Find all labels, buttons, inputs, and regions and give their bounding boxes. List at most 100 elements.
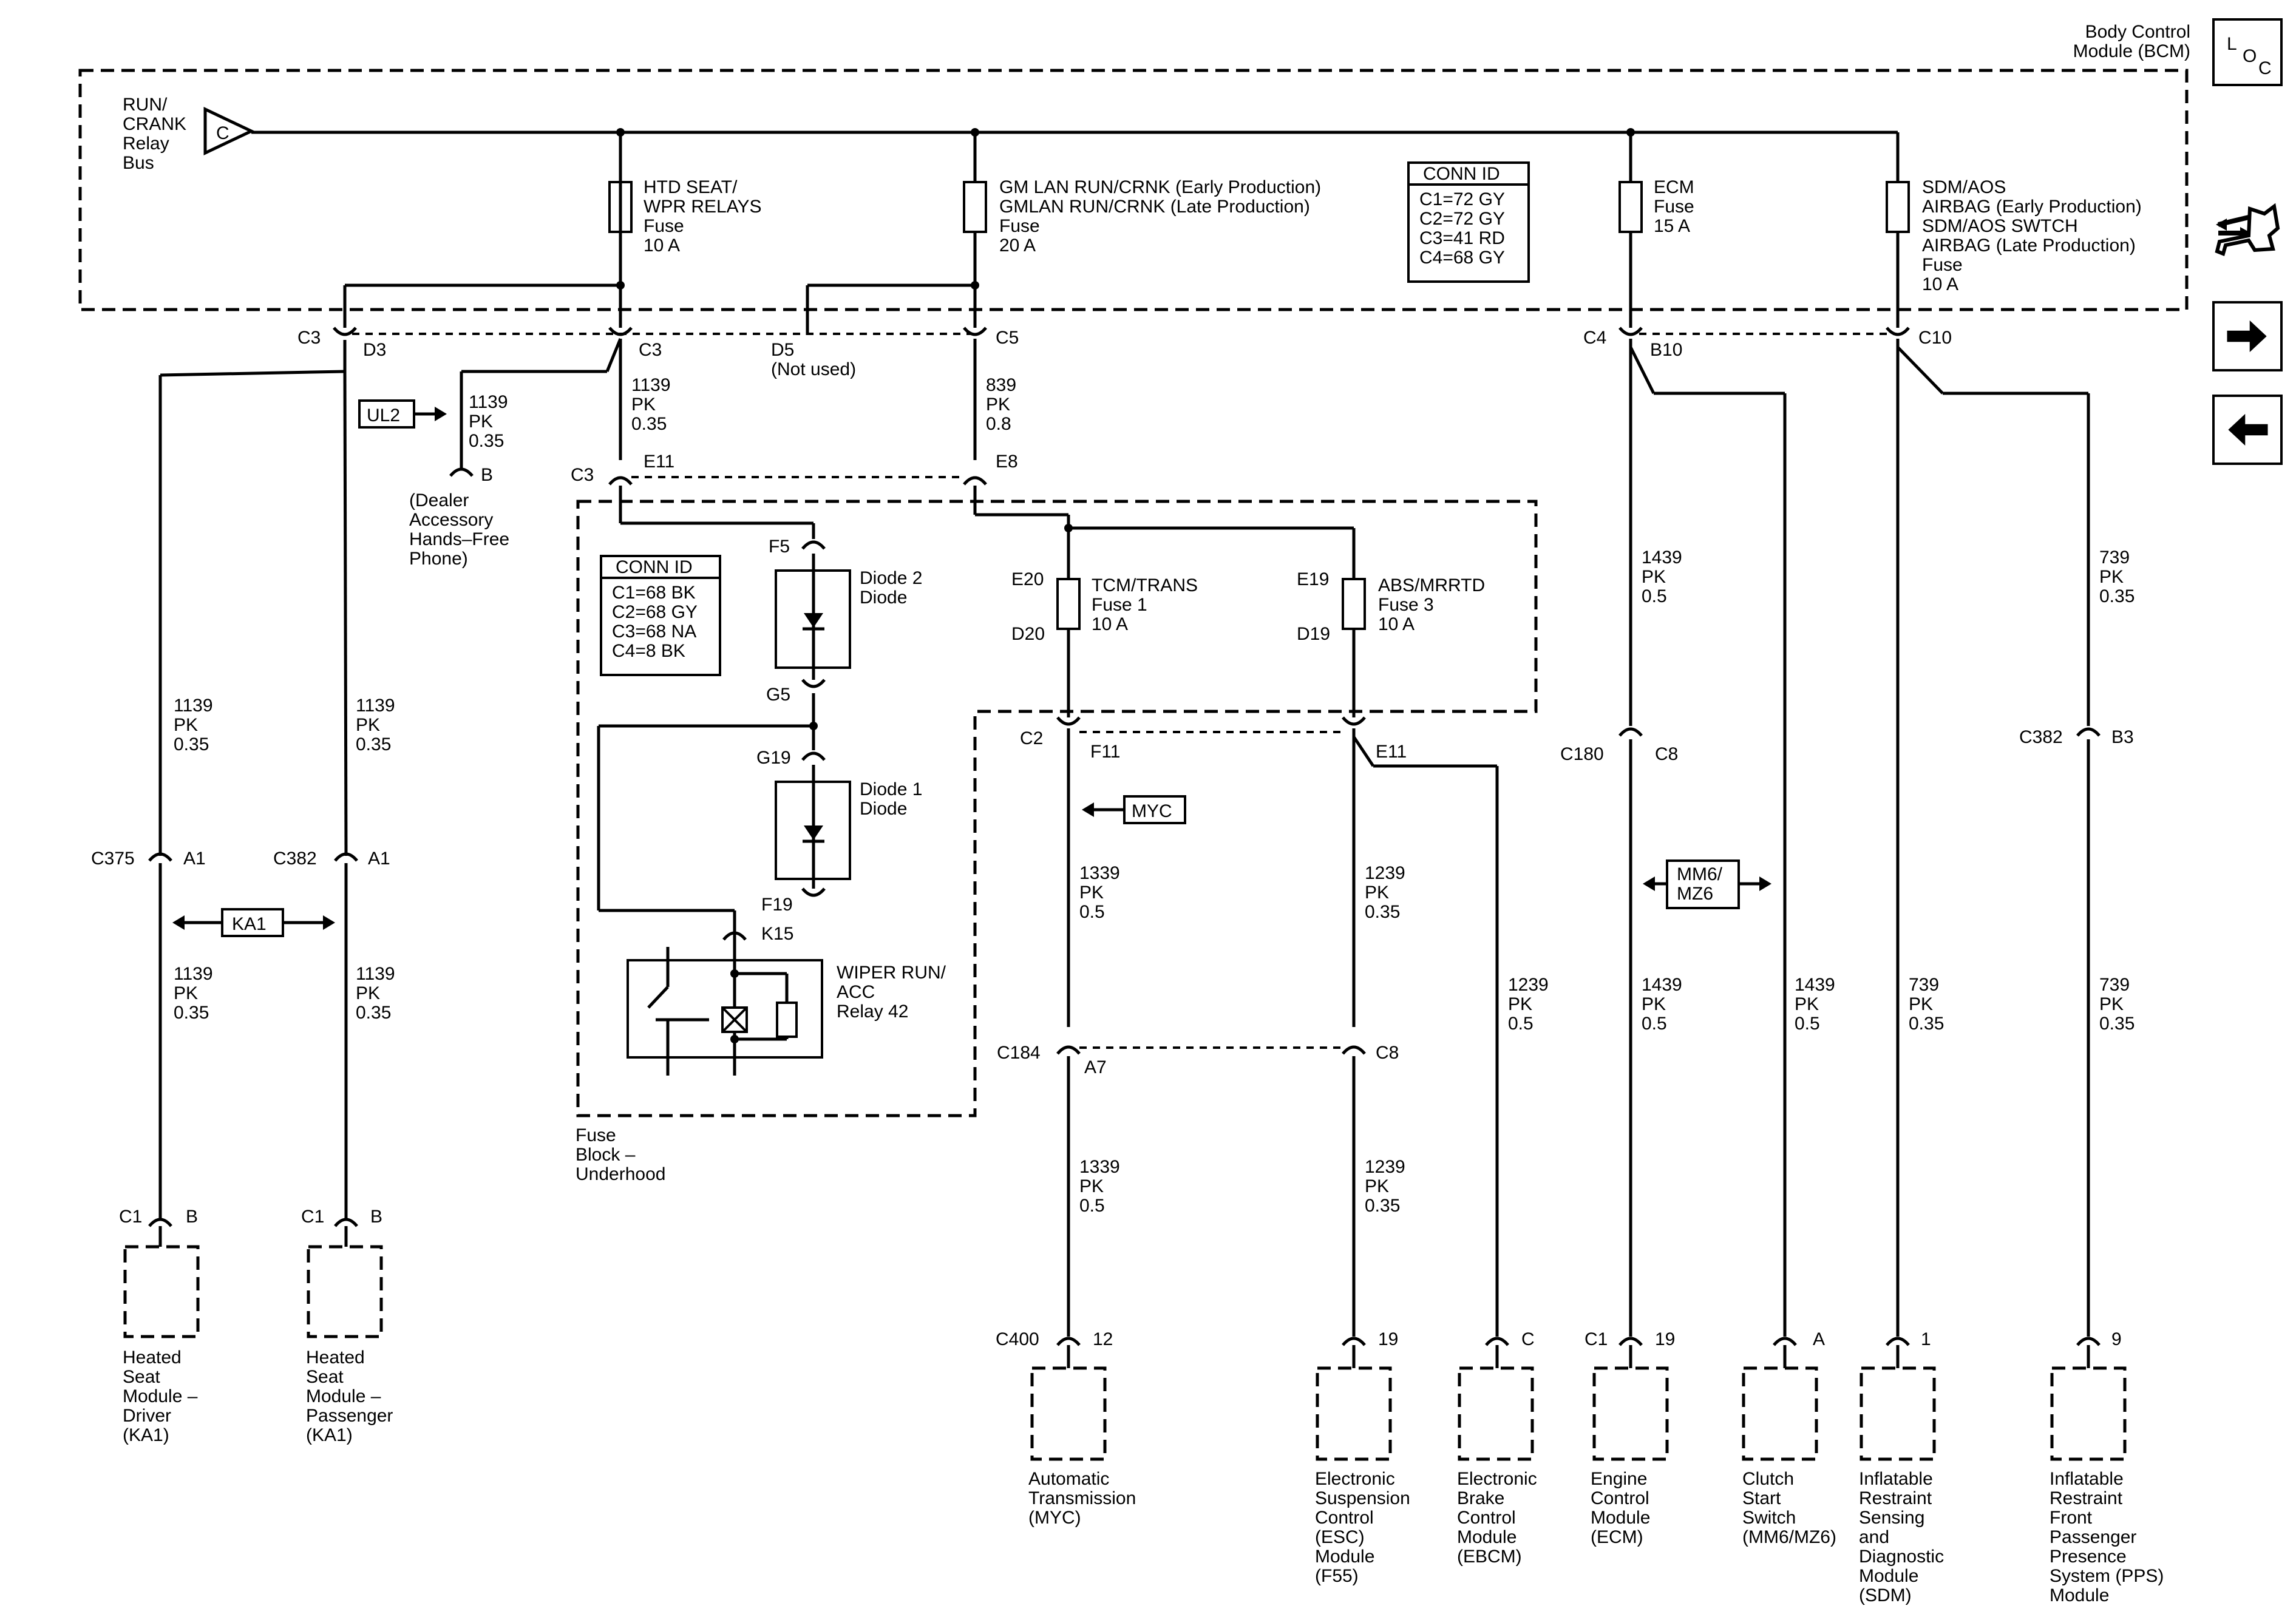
svg-text:F19: F19 [761, 895, 793, 915]
component-heated-seat-driver: C1 B Heated Seat Module – Driver (KA1) [119, 1207, 200, 1445]
svg-text:0.35: 0.35 [1909, 1014, 1944, 1034]
bus-label-2: CRANK [123, 114, 186, 134]
svg-text:C184: C184 [997, 1043, 1041, 1063]
svg-text:1339: 1339 [1079, 863, 1120, 883]
svg-text:0.35: 0.35 [174, 734, 209, 754]
svg-text:B3: B3 [2111, 727, 2134, 747]
schematic-tools-button[interactable] [2212, 193, 2283, 263]
svg-text:(Dealer: (Dealer [409, 490, 469, 510]
svg-text:0.5: 0.5 [1079, 902, 1105, 922]
svg-text:C3: C3 [639, 340, 662, 360]
bcm-connector-row [333, 327, 1910, 336]
svg-text:0.35: 0.35 [2099, 1014, 2135, 1034]
svg-text:1: 1 [1921, 1329, 1931, 1349]
svg-text:19: 19 [1655, 1329, 1675, 1349]
svg-text:Restraint: Restraint [2050, 1488, 2123, 1508]
svg-text:PK: PK [1508, 994, 1532, 1014]
svg-text:F5: F5 [769, 537, 790, 557]
svg-text:Module: Module [1591, 1508, 1650, 1528]
svg-text:AIRBAG (Late Production): AIRBAG (Late Production) [1922, 236, 2136, 256]
svg-text:MYC: MYC [1132, 801, 1172, 821]
svg-text:0.5: 0.5 [1508, 1014, 1533, 1034]
svg-text:Seat: Seat [306, 1367, 344, 1387]
svg-text:MZ6: MZ6 [1677, 884, 1713, 904]
svg-text:Underhood: Underhood [576, 1164, 665, 1184]
svg-text:Fuse: Fuse [1654, 197, 1694, 217]
svg-text:PK: PK [2099, 567, 2124, 587]
svg-text:Presence: Presence [2050, 1547, 2127, 1567]
svg-text:0.35: 0.35 [1365, 1196, 1400, 1216]
svg-text:UL2: UL2 [367, 405, 400, 425]
svg-text:Accessory: Accessory [409, 510, 493, 530]
svg-text:(KA1): (KA1) [306, 1425, 353, 1445]
svg-text:12: 12 [1093, 1329, 1113, 1349]
svg-text:G19: G19 [756, 748, 791, 768]
svg-text:Control: Control [1315, 1508, 1374, 1528]
svg-text:C3=41 RD: C3=41 RD [1419, 228, 1505, 248]
bus-label-3: Relay [123, 134, 169, 154]
svg-text:0.35: 0.35 [356, 734, 391, 754]
svg-text:G5: G5 [766, 685, 790, 705]
svg-text:C400: C400 [996, 1329, 1039, 1349]
svg-text:PK: PK [1795, 994, 1819, 1014]
svg-text:Electronic: Electronic [1457, 1469, 1537, 1489]
svg-text:AIRBAG (Early Production): AIRBAG (Early Production) [1922, 197, 2142, 217]
svg-text:C2=72 GY: C2=72 GY [1419, 209, 1505, 229]
svg-text:Switch: Switch [1742, 1508, 1796, 1528]
svg-text:C3: C3 [297, 328, 321, 348]
previous-page-button[interactable] [2212, 395, 2283, 465]
svg-text:C1=68 BK: C1=68 BK [612, 583, 696, 603]
svg-text:(F55): (F55) [1315, 1566, 1359, 1586]
svg-text:Brake: Brake [1457, 1488, 1504, 1508]
svg-text:Fuse: Fuse [576, 1125, 616, 1145]
svg-text:9: 9 [2111, 1329, 2122, 1349]
component-ebcm: C Electronic Brake Control Module (EBCM) [1457, 1329, 1537, 1567]
svg-text:B10: B10 [1650, 340, 1682, 360]
fuse-gmlan [963, 181, 987, 233]
svg-text:C4=68 GY: C4=68 GY [1419, 248, 1505, 268]
component-ecm: C1 19 Engine Control Module (ECM) [1584, 1329, 1675, 1547]
svg-text:WPR RELAYS: WPR RELAYS [644, 197, 762, 217]
fuse-abs [1342, 578, 1366, 630]
svg-text:0.35: 0.35 [356, 1003, 391, 1023]
svg-text:0.35: 0.35 [2099, 586, 2135, 606]
svg-text:C382: C382 [2019, 727, 2063, 747]
svg-text:C8: C8 [1655, 744, 1678, 764]
svg-text:PK: PK [1079, 1176, 1104, 1196]
bcm-title-line1: Body Control [2085, 22, 2190, 42]
svg-text:F11: F11 [1090, 742, 1120, 762]
bus-label-1: RUN/ [123, 95, 168, 115]
svg-text:GM LAN RUN/CRNK (Early Product: GM LAN RUN/CRNK (Early Production) [999, 177, 1321, 197]
svg-text:(EBCM): (EBCM) [1457, 1547, 1522, 1567]
loc-letter-c: C [2258, 58, 2272, 78]
svg-text:Diode: Diode [860, 588, 907, 608]
loc-letter-o: O [2243, 46, 2257, 66]
svg-text:PK: PK [469, 412, 493, 432]
svg-text:739: 739 [2099, 975, 2130, 995]
svg-text:B: B [186, 1207, 198, 1227]
svg-text:ECM: ECM [1654, 177, 1694, 197]
svg-text:SDM/AOS SWTCH: SDM/AOS SWTCH [1922, 216, 2078, 236]
location-button[interactable]: L O C [2212, 18, 2283, 86]
next-page-button[interactable] [2212, 301, 2283, 371]
svg-text:CONN ID: CONN ID [616, 557, 693, 577]
svg-text:C3: C3 [571, 465, 594, 485]
svg-text:Control: Control [1591, 1488, 1649, 1508]
svg-text:PK: PK [1909, 994, 1933, 1014]
svg-text:Fuse 1: Fuse 1 [1092, 595, 1147, 615]
bus-letter: C [216, 123, 229, 143]
svg-text:Module: Module [2050, 1585, 2109, 1605]
svg-text:Passenger: Passenger [2050, 1527, 2136, 1547]
svg-text:TCM/TRANS: TCM/TRANS [1092, 575, 1198, 595]
svg-text:Engine: Engine [1591, 1469, 1647, 1489]
svg-text:PK: PK [174, 983, 198, 1003]
svg-text:0.35: 0.35 [174, 1003, 209, 1023]
svg-text:Fuse 3: Fuse 3 [1378, 595, 1434, 615]
svg-text:D20: D20 [1011, 624, 1045, 644]
svg-text:E11: E11 [1376, 742, 1407, 762]
svg-text:C4=8 BK: C4=8 BK [612, 641, 685, 661]
svg-text:10 A: 10 A [1378, 614, 1415, 634]
svg-text:15 A: 15 A [1654, 216, 1690, 236]
svg-text:10 A: 10 A [1922, 274, 1958, 294]
svg-text:D5: D5 [771, 340, 794, 360]
